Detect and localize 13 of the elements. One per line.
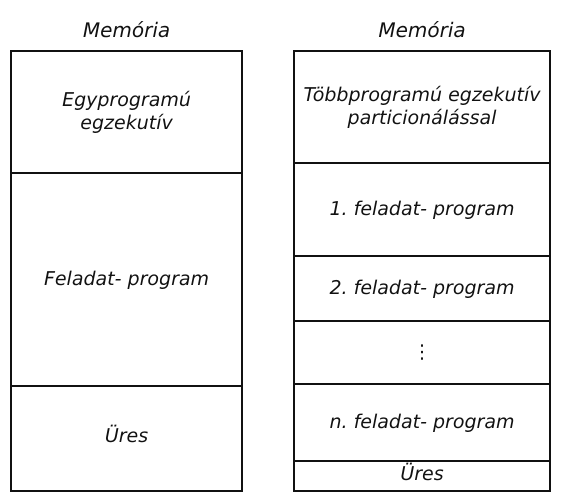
partition-label: ⋮ [412,341,432,364]
partition-label: 2. feladat- program [328,277,516,300]
partition-label: Egyprogramú egzekutív [61,89,192,135]
partition-label: 1. feladat- program [328,198,516,221]
column-heading: Memória [377,17,467,44]
memory-column [10,50,243,492]
memory-column [293,50,551,492]
partition-label: Feladat- program [42,268,210,291]
partition-label: n. feladat- program [328,411,516,434]
partition-label: Üres [104,425,150,448]
partition-label: Többprogramú egzekutív particionálással [302,84,542,130]
column-heading: Memória [82,17,172,44]
partition-label: Üres [399,462,445,486]
